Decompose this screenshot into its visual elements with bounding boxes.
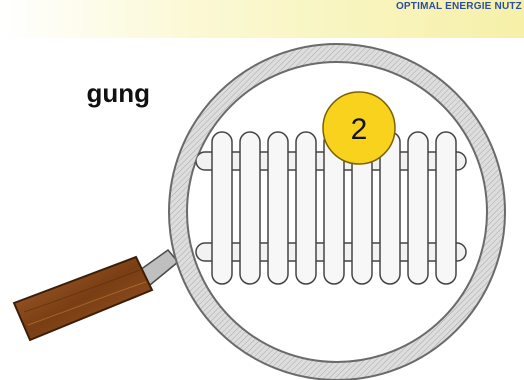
- number-badge: 2: [323, 92, 395, 164]
- radiator-fin: [296, 132, 316, 284]
- radiator-fin: [408, 132, 428, 284]
- radiator-fin: [240, 132, 260, 284]
- radiator-fin: [436, 132, 456, 284]
- radiator-fin: [212, 132, 232, 284]
- radiator-fin: [268, 132, 288, 284]
- magnifier-handle: [14, 250, 178, 340]
- badge-number: 2: [351, 113, 368, 146]
